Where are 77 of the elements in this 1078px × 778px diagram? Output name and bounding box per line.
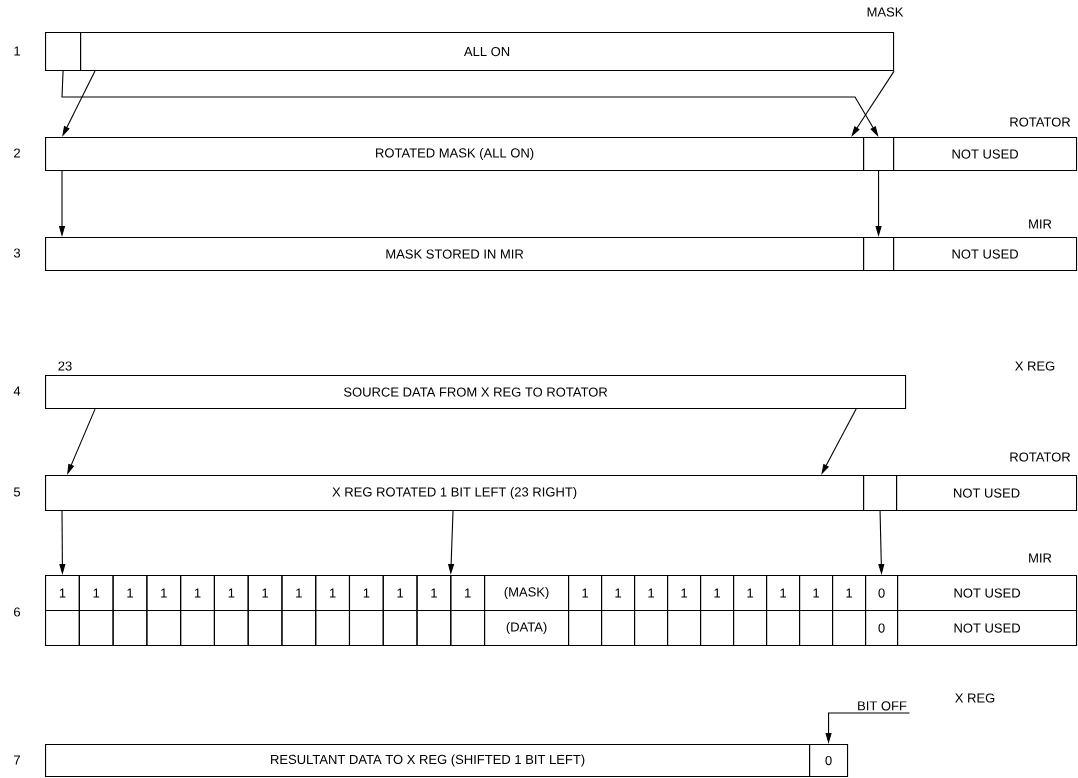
- register-cell: 1: [634, 575, 669, 612]
- register-cell: [863, 475, 898, 512]
- register-cell: NOT USED: [893, 137, 1078, 172]
- register-cell: 1: [45, 575, 80, 612]
- row-number: 4: [13, 386, 21, 396]
- register-label: MIR: [1029, 553, 1052, 563]
- register-cell: [700, 610, 735, 647]
- register-cell: 1: [832, 575, 867, 612]
- register-cell: [382, 610, 418, 647]
- register-cell: [568, 610, 603, 647]
- register-cell: [146, 610, 182, 647]
- register-cell: [213, 610, 249, 647]
- register-cell: 1: [78, 575, 114, 612]
- register-label: ROTATOR: [1010, 452, 1071, 462]
- register-cell: [78, 610, 114, 647]
- register-cell: RESULTANT DATA TO X REG (SHIFTED 1 BIT LEFT): [45, 744, 811, 778]
- row-number: 5: [13, 487, 21, 497]
- row-number: 7: [14, 755, 20, 765]
- register-cell: 0: [809, 744, 849, 778]
- callout-label: BIT OFF: [858, 701, 907, 711]
- register-label: X REG: [955, 693, 995, 703]
- register-cell: 1: [601, 575, 636, 612]
- register-cell: 1: [281, 575, 317, 612]
- register-cell: (MASK): [484, 575, 570, 612]
- register-cell: 1: [733, 575, 768, 612]
- register-cell: 1: [213, 575, 249, 612]
- register-cell: [832, 610, 867, 647]
- register-cell: [450, 610, 486, 647]
- register-cell: 1: [348, 575, 384, 612]
- register-cell: 1: [766, 575, 801, 612]
- register-cell: 1: [112, 575, 148, 612]
- register-cell: (DATA): [484, 610, 570, 647]
- register-label: MASK: [867, 7, 904, 17]
- register-cell: 1: [799, 575, 834, 612]
- register-cell: 0: [865, 610, 899, 647]
- register-cell: 1: [450, 575, 486, 612]
- register-label: X REG: [1015, 361, 1055, 371]
- register-cell: [416, 610, 452, 647]
- register-cell: 0: [865, 575, 899, 612]
- register-cell: [45, 610, 80, 647]
- register-cell: NOT USED: [896, 475, 1078, 512]
- register-cell: 1: [382, 575, 418, 612]
- register-cell: 1: [315, 575, 351, 612]
- register-cell: 1: [700, 575, 735, 612]
- register-cell: [601, 610, 636, 647]
- register-cell: ALL ON: [80, 32, 895, 72]
- register-cell: [766, 610, 801, 647]
- register-cell: [281, 610, 317, 647]
- register-cell: [45, 32, 82, 72]
- row-number: 6: [14, 607, 21, 617]
- register-cell: 1: [416, 575, 452, 612]
- register-cell: [863, 137, 895, 172]
- register-cell: [247, 610, 283, 647]
- register-cell: 1: [146, 575, 182, 612]
- register-cell: ROTATED MASK (ALL ON): [45, 137, 865, 172]
- register-cell: NOT USED: [897, 575, 1078, 612]
- register-cell: [348, 610, 384, 647]
- register-cell: MASK STORED IN MIR: [45, 237, 865, 272]
- row-number: 1: [14, 46, 20, 56]
- register-cell: 1: [180, 575, 215, 612]
- register-cell: [667, 610, 702, 647]
- register-cell: 1: [568, 575, 603, 612]
- register-cell: [112, 610, 148, 647]
- register-cell: NOT USED: [897, 610, 1078, 647]
- register-cell: [315, 610, 351, 647]
- register-cell: [180, 610, 215, 647]
- register-cell: [799, 610, 834, 647]
- register-cell: NOT USED: [893, 237, 1078, 272]
- row-number: 2: [14, 148, 20, 158]
- row-number: 3: [13, 248, 21, 258]
- register-cell: 1: [247, 575, 283, 612]
- register-cell: [863, 237, 895, 272]
- register-cell: X REG ROTATED 1 BIT LEFT (23 RIGHT): [45, 475, 865, 512]
- register-cell: SOURCE DATA FROM X REG TO ROTATOR: [45, 375, 907, 410]
- register-cell: 1: [667, 575, 702, 612]
- register-cell: [634, 610, 669, 647]
- register-cell: [733, 610, 768, 647]
